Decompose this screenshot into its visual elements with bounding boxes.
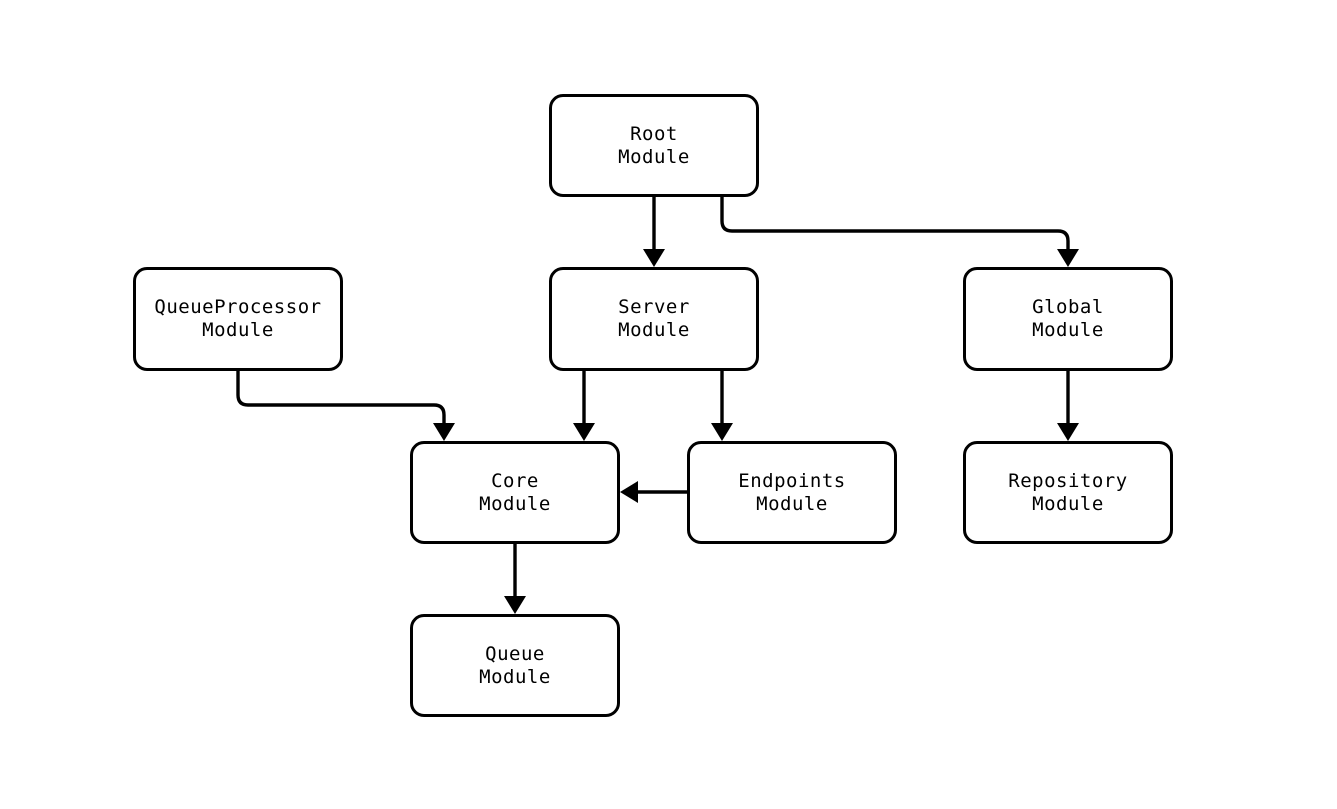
node-endpoints-module-label-line2: Module [756, 492, 828, 515]
node-endpoints-module[interactable]: Endpoints Module [687, 441, 897, 544]
node-core-module-label-line1: Core [491, 469, 539, 492]
node-server-module-label-line2: Module [618, 319, 690, 341]
node-queue-module-label-line2: Module [479, 665, 551, 688]
node-server-module-label-line1: Server [618, 296, 690, 318]
node-repository-module-label-line2: Module [1032, 492, 1104, 515]
node-queueprocessor-module[interactable]: QueueProcessor Module [133, 267, 343, 371]
node-queueprocessor-module-label-line1: QueueProcessor [154, 296, 322, 318]
arrowhead-endpoints-to-core [620, 481, 638, 503]
node-core-module-label-line2: Module [479, 492, 551, 515]
edge-queueprocessor-to-core [236, 371, 455, 441]
arrowhead-server-to-core [573, 423, 595, 441]
edge-root-to-server [643, 197, 665, 267]
edge-global-to-repository [1057, 371, 1079, 441]
node-root-module[interactable]: Root Module [549, 94, 759, 197]
node-queue-module[interactable]: Queue Module [410, 614, 620, 717]
arrowhead-core-to-queue [504, 596, 526, 614]
edge-server-to-endpoints [711, 371, 733, 441]
edge-endpoints-to-core [620, 481, 687, 503]
arrowhead-root-to-server [643, 249, 665, 267]
edge-server-to-core [573, 371, 595, 441]
node-endpoints-module-label-line1: Endpoints [738, 469, 846, 492]
node-queueprocessor-module-label-line2: Module [202, 319, 274, 341]
arrowhead-queueprocessor-to-core [433, 423, 455, 441]
node-repository-module[interactable]: Repository Module [963, 441, 1173, 544]
node-core-module[interactable]: Core Module [410, 441, 620, 544]
node-queue-module-label-line1: Queue [485, 642, 545, 665]
node-repository-module-label-line1: Repository [1008, 469, 1128, 492]
node-root-module-label-line2: Module [618, 145, 690, 168]
node-root-module-label-line1: Root [630, 122, 678, 145]
arrowhead-global-to-repository [1057, 423, 1079, 441]
arrowhead-root-to-global [1057, 249, 1079, 267]
node-server-module[interactable]: Server Module [549, 267, 759, 371]
node-global-module-label-line1: Global [1032, 296, 1104, 318]
node-global-module[interactable]: Global Module [963, 267, 1173, 371]
arrowhead-server-to-endpoints [711, 423, 733, 441]
node-global-module-label-line2: Module [1032, 319, 1104, 341]
edge-core-to-queue [504, 544, 526, 614]
edge-root-to-global [720, 197, 1079, 267]
